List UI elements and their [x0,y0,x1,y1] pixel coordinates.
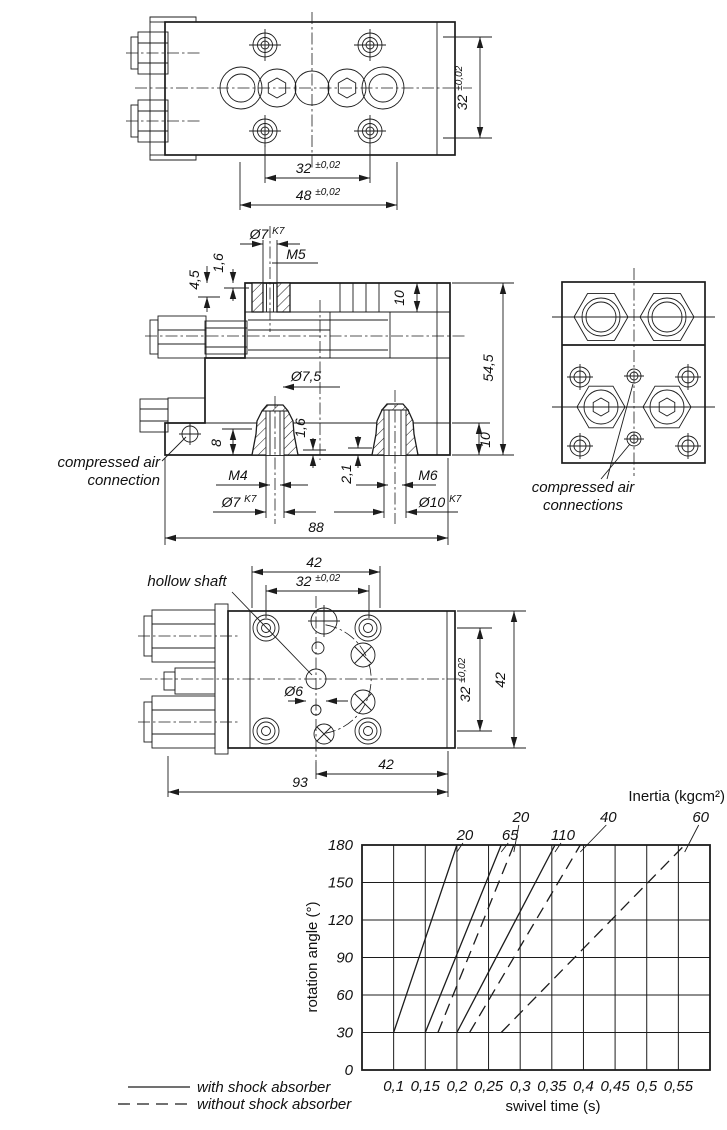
dim-top-view-hole-spacing: 32 ±0,02 [296,160,341,176]
x-tick: 0,1 [383,1078,404,1095]
y-tick: 60 [336,987,353,1004]
air-ports [624,368,644,447]
swivel-chart: Inertia (kgcm²) rotation angle (°) swive… [118,788,725,1115]
air-port [179,423,201,445]
inertia-label: 20 [512,809,530,826]
dim-front-right-height: 42 [492,672,508,688]
chart-xlabel: swivel time (s) [505,1098,600,1115]
air-note-line1: compressed air [57,454,161,471]
inertia-label: 40 [600,809,617,826]
y-tick: 30 [336,1025,353,1042]
chart-legend: with shock absorber without shock absorb… [118,1079,352,1113]
series-solid-110 [456,844,556,1033]
dim-center-bore: Ø6 [283,683,303,699]
dim-plate-thickness: 10 [391,290,407,306]
dim-front-bottom-overall: 93 [292,774,308,790]
corner-screws [567,364,701,459]
inertia-label: 110 [551,827,576,844]
dim-front-top-holes: 32 ±0,02 [296,573,341,589]
dim-thread-top: M5 [286,246,306,262]
x-tick: 0,35 [537,1078,567,1095]
dim-step-bottom: 1,6 [292,418,308,438]
dim-bore-bottom-left: Ø7 K7 [221,494,257,510]
inertia-label: 65 [502,827,519,844]
series-solid-20 [393,844,458,1033]
air-connections-note-line1: compressed air [532,479,636,496]
hex-fitting-upper [143,609,216,663]
chart-title: Inertia (kgcm²) [628,788,725,805]
y-tick: 120 [328,912,354,929]
series-dashed-60 [500,844,686,1033]
section-hatch-right [276,282,291,313]
dim-shaft-bore: Ø7,5 [290,368,322,384]
x-tick: 0,25 [474,1078,504,1095]
y-tick: 0 [345,1062,354,1079]
dim-front-bottom-width: 42 [378,756,394,772]
series-solid-65 [424,844,502,1033]
crossed-holes [313,642,376,745]
legend-with-shock-absorber: with shock absorber [197,1079,331,1096]
legend-without-shock-absorber: without shock absorber [197,1096,352,1113]
y-tick: 90 [336,950,353,967]
x-tick: 0,15 [411,1078,441,1095]
x-tick: 0,4 [573,1078,594,1095]
dim-bore-bottom-right: Ø10 K7 [418,494,462,510]
dim-thread-bottom-left: M4 [228,467,248,483]
front-view: hollow shaft 42 32 ±0,02 32 ±0,02 42 Ø6 … [138,554,526,797]
x-tick: 0,5 [636,1078,658,1095]
chart-ylabel: rotation angle (°) [304,901,321,1012]
air-connections-note-line2: connections [543,497,624,514]
side-view: compressed air connections [532,268,715,514]
mounting-holes [252,614,382,745]
series-dashed-20 [437,844,515,1033]
dim-port-height: 8 [208,439,224,447]
y-tick: 150 [328,875,354,892]
chart-plot-area: 0,1 0,15 0,2 0,25 0,3 0,35 0,4 0,45 0,5 0,55 0 30 60… [328,809,711,1095]
dim-step-top: 1,6 [210,253,226,273]
dim-depth-top: 4,5 [186,270,202,290]
corner-holes [249,29,386,147]
dim-front-right-holes: 32 ±0,02 [457,657,473,702]
x-tick: 0,55 [664,1078,694,1095]
series-dashed-40 [469,844,581,1033]
top-view: 32 ±0,02 32 ±0,02 48 ±0,02 [126,12,492,210]
dim-step-nozzle: 2,1 [338,464,354,484]
y-tick: 180 [328,837,354,854]
dim-base-thickness: 10 [477,432,493,448]
inertia-label: 60 [692,809,709,826]
section-hatch-left [251,282,264,313]
dim-top-view-outer-spacing: 48 ±0,02 [296,187,341,203]
dim-front-top-width: 42 [306,554,322,570]
dim-top-view-height: 32 ±0,02 [454,65,470,110]
x-tick: 0,2 [446,1078,468,1095]
dim-thread-bottom-right: M6 [418,467,438,483]
hollow-shaft-note: hollow shaft [147,573,227,590]
air-note-line2: connection [87,472,160,489]
front-section-view: Ø7 K7 M5 1,6 4,5 10 54,5 Ø7,5 8 1,6 2,1 [57,226,514,545]
x-tick: 0,3 [510,1078,532,1095]
dim-overall-width: 88 [308,519,324,535]
nozzle-right [371,390,419,524]
inertia-label: 20 [456,827,474,844]
dim-bore-top: Ø7 K7 [249,226,285,242]
hollow-shaft-bore [305,668,327,690]
dim-total-height: 54,5 [480,354,496,381]
hex-fitting-lower [143,695,216,749]
nozzle-left [251,396,299,524]
x-tick: 0,45 [600,1078,630,1095]
